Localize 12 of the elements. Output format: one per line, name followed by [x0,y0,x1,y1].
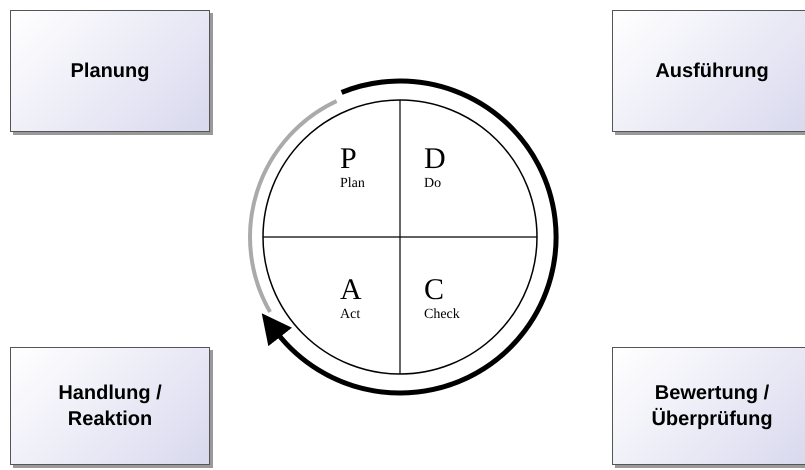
phase-letter: P [340,143,357,175]
process-box: Bewertung / Überprüfung [612,347,805,465]
phase-label: Act [340,306,360,324]
process-box: Planung [10,10,210,132]
phase-label: Check [424,306,460,324]
phase-letter: A [340,274,362,306]
phase-label: Plan [340,175,365,193]
phase-label: Do [424,175,442,193]
phase-letter: C [424,274,444,306]
process-box: Handlung / Reaktion [10,347,210,465]
phase-letter: D [424,143,446,175]
process-box: Ausführung [612,10,805,132]
